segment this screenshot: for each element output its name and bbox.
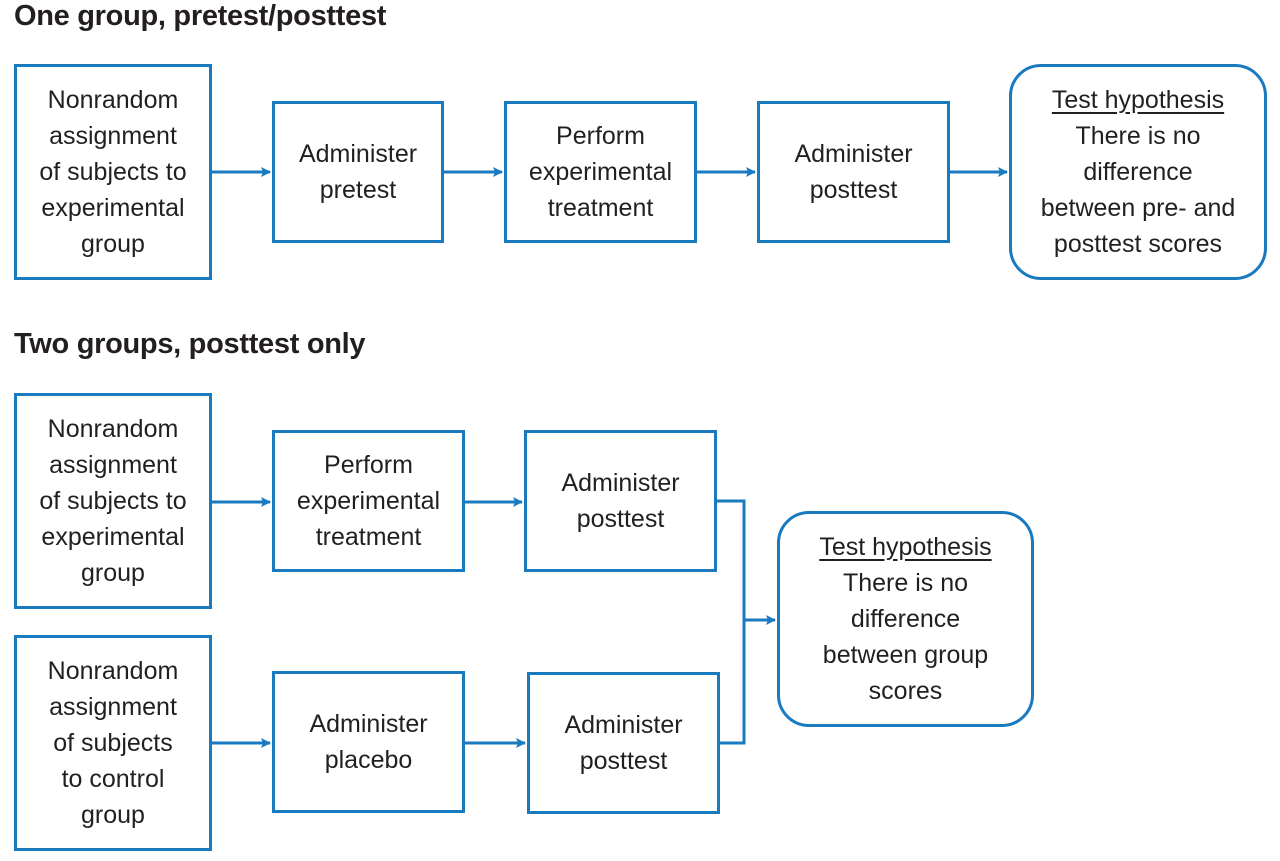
box-text-line: experimental <box>41 523 185 551</box>
box-text-line: posttest <box>576 505 665 533</box>
hypothesis-heading: Test hypothesis <box>819 533 992 561</box>
flow-box-perform-treatment: Perform experimental treatment <box>504 101 697 243</box>
box-text-line: Nonrandom <box>47 415 179 443</box>
box-text-line: of subjects to <box>39 487 187 515</box>
box-text-line: Administer <box>794 140 913 168</box>
hypothesis-text-line: There is no <box>1075 122 1201 150</box>
box-text-line: assignment <box>49 693 177 721</box>
box-text-line: Perform <box>324 451 413 479</box>
box-text-line: Perform <box>556 122 645 150</box>
hypothesis-text-line: scores <box>868 677 943 705</box>
hypothesis-text-line: posttest scores <box>1053 230 1223 258</box>
flow-box-administer-posttest-experimental: Administer posttest <box>524 430 717 572</box>
box-text-line: experimental <box>296 487 441 515</box>
box-text-line: group <box>81 230 145 258</box>
box-text-line: pretest <box>319 176 397 204</box>
flow-box-administer-placebo: Administer placebo <box>272 671 465 813</box>
box-text-line: to control <box>61 765 165 793</box>
hypothesis-box-two-groups: Test hypothesis There is no difference b… <box>777 511 1034 727</box>
hypothesis-text-line: difference <box>850 605 961 633</box>
box-text-line: placebo <box>324 746 413 774</box>
hypothesis-text-line: between group <box>822 641 989 669</box>
box-text-line: Administer <box>564 711 683 739</box>
flow-box-administer-posttest-control: Administer posttest <box>527 672 720 814</box>
flow-box-administer-posttest: Administer posttest <box>757 101 950 243</box>
section-title-two-groups: Two groups, posttest only <box>14 328 366 360</box>
flow-box-nonrandom-assignment-experimental: Nonrandom assignment of subjects to expe… <box>14 64 212 280</box>
flow-box-perform-treatment: Perform experimental treatment <box>272 430 465 572</box>
box-text-line: experimental <box>41 194 185 222</box>
box-text-line: assignment <box>49 451 177 479</box>
box-text-line: Nonrandom <box>47 86 179 114</box>
flow-box-nonrandom-assignment-experimental: Nonrandom assignment of subjects to expe… <box>14 393 212 609</box>
box-text-line: posttest <box>809 176 898 204</box>
hypothesis-text-line: There is no <box>842 569 969 597</box>
flow-box-administer-pretest: Administer pretest <box>272 101 444 243</box>
box-text-line: group <box>81 559 145 587</box>
hypothesis-text-line: difference <box>1083 158 1193 186</box>
box-text-line: treatment <box>547 194 654 222</box>
box-text-line: of subjects <box>53 729 173 757</box>
box-text-line: Administer <box>298 140 418 168</box>
box-text-line: experimental <box>528 158 673 186</box>
box-text-line: posttest <box>579 747 668 775</box>
flow-box-nonrandom-assignment-control: Nonrandom assignment of subjects to cont… <box>14 635 212 851</box>
box-text-line: group <box>81 801 145 829</box>
hypothesis-heading: Test hypothesis <box>1051 86 1225 114</box>
box-text-line: Nonrandom <box>47 657 179 685</box>
hypothesis-box-one-group: Test hypothesis There is no difference b… <box>1009 64 1267 280</box>
box-text-line: of subjects to <box>39 158 187 186</box>
hypothesis-text-line: between pre- and <box>1040 194 1236 222</box>
box-text-line: Administer <box>561 469 680 497</box>
box-text-line: treatment <box>315 523 422 551</box>
box-text-line: assignment <box>49 122 177 150</box>
box-text-line: Administer <box>309 710 428 738</box>
section-title-one-group: One group, pretest/posttest <box>14 0 387 32</box>
